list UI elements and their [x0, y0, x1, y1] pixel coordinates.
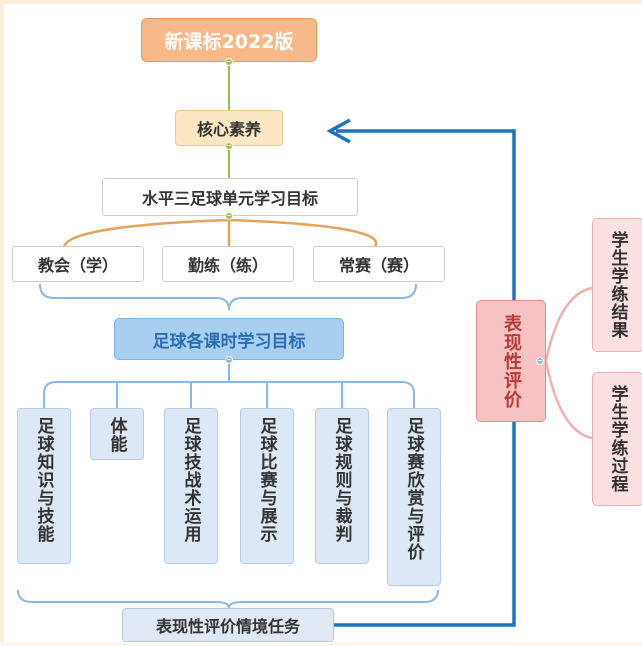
column-fitness-label: 体能 [106, 417, 127, 453]
compete-node[interactable]: 常赛（赛） [313, 246, 445, 282]
collapse-dot-top[interactable] [225, 58, 233, 66]
performance-task-node[interactable]: 表现性评价情境任务 [122, 608, 334, 642]
column-appreciation-label: 足球赛欣赏与评价 [403, 417, 424, 561]
column-match-display[interactable]: 足球比赛与展示 [240, 408, 294, 564]
unit-goal-label: 水平三足球单元学习目标 [141, 189, 318, 208]
collapse-dot-course[interactable] [225, 356, 233, 364]
column-knowledge-skills-label: 足球知识与技能 [33, 417, 54, 543]
performance-task-label: 表现性评价情境任务 [155, 617, 300, 636]
outcome-process-label: 学生学练过程 [607, 385, 628, 493]
column-knowledge-skills[interactable]: 足球知识与技能 [17, 408, 71, 564]
column-fitness[interactable]: 体能 [90, 408, 144, 460]
compete-label: 常赛（赛） [338, 256, 419, 275]
lesson-goal-node[interactable]: 足球各课时学习目标 [114, 318, 344, 360]
unit-goal-node[interactable]: 水平三足球单元学习目标 [102, 178, 358, 216]
column-rules-referee[interactable]: 足球规则与裁判 [315, 408, 369, 564]
collapse-dot-eval[interactable] [536, 357, 544, 365]
performance-evaluation-label: 表现性评价 [501, 313, 522, 409]
teach-label: 教会（学） [37, 256, 118, 275]
column-appreciation[interactable]: 足球赛欣赏与评价 [387, 408, 441, 586]
performance-evaluation-node[interactable]: 表现性评价 [476, 300, 546, 422]
new-curriculum-node[interactable]: 新课标2022版 [141, 18, 317, 62]
collapse-dot-core[interactable] [225, 142, 233, 150]
column-tactics-label: 足球技战术运用 [180, 417, 201, 543]
column-rules-referee-label: 足球规则与裁判 [331, 417, 352, 543]
practice-label: 勤练（练） [187, 256, 268, 275]
outcome-process-node[interactable]: 学生学练过程 [592, 372, 642, 506]
core-literacy-label: 核心素养 [196, 120, 261, 139]
column-match-display-label: 足球比赛与展示 [256, 417, 277, 543]
practice-node[interactable]: 勤练（练） [162, 246, 294, 282]
new-curriculum-label: 新课标2022版 [164, 30, 294, 53]
lesson-goal-label: 足球各课时学习目标 [152, 331, 306, 352]
collapse-dot-level[interactable] [225, 212, 233, 220]
outcome-result-label: 学生学练结果 [607, 231, 628, 339]
core-literacy-node[interactable]: 核心素养 [175, 110, 283, 146]
outcome-result-node[interactable]: 学生学练结果 [592, 218, 642, 352]
teach-node[interactable]: 教会（学） [12, 246, 144, 282]
column-tactics[interactable]: 足球技战术运用 [164, 408, 218, 564]
